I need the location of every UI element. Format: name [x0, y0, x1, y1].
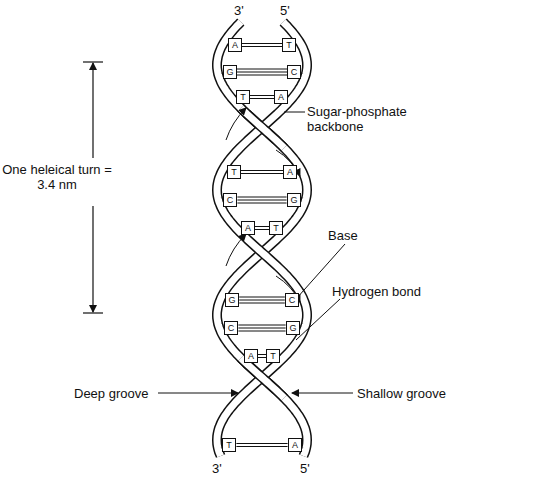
backbone-ribbon — [241, 108, 284, 148]
hydrogen-bond-line — [241, 170, 284, 171]
backbone-ribbon-edge — [217, 22, 307, 456]
backbone-ribbon — [241, 358, 284, 398]
text-label: Sugar-phosphate backbone — [307, 104, 425, 134]
base-letter: T — [236, 90, 250, 104]
hydrogen-bond-line — [255, 229, 269, 230]
base-letter: G — [286, 321, 300, 335]
base-letter: T — [222, 438, 236, 452]
hydrogen-bond-line — [238, 325, 285, 326]
text-label: 3' — [234, 3, 244, 18]
hydrogen-bond-line — [258, 357, 266, 358]
hydrogen-bond-line — [237, 75, 288, 76]
text-label: 3' — [212, 461, 222, 476]
base-letter: A — [274, 90, 288, 104]
base-letter: A — [283, 165, 297, 179]
hydrogen-bond-line — [236, 446, 287, 447]
hydrogen-bond-line — [250, 98, 274, 99]
base-letter: G — [225, 293, 239, 307]
hydrogen-bond-line — [242, 46, 283, 47]
dimension-line — [83, 62, 103, 313]
base-letter: T — [269, 221, 283, 235]
text-label: Base — [328, 228, 358, 243]
hydrogen-bond-line — [239, 300, 285, 301]
backbone-ribbon-edge — [217, 22, 307, 456]
text-label: One heleical turn = 3.4 nm — [2, 162, 112, 192]
text-label: Shallow groove — [357, 386, 446, 401]
leader-lines — [158, 112, 353, 393]
base-letter: C — [224, 321, 238, 335]
backbone-ribbon-edge — [241, 358, 284, 398]
sugar-phosphate-strands — [217, 22, 307, 456]
hydrogen-bond-lines — [236, 44, 287, 447]
base-letter: A — [228, 38, 242, 52]
hydrogen-bond-line — [258, 354, 266, 355]
base-letter: A — [288, 438, 302, 452]
backbone-ribbon — [217, 22, 307, 456]
strand-direction-arrows — [226, 108, 300, 302]
base-letter: A — [244, 349, 258, 363]
hydrogen-bond-line — [237, 72, 288, 73]
hydrogen-bond-line — [236, 443, 287, 444]
hydrogen-bond-line — [242, 43, 283, 44]
text-label: Deep groove — [74, 386, 148, 401]
hydrogen-bond-line — [250, 95, 274, 96]
hydrogen-bond-line — [237, 200, 286, 201]
hydrogen-bond-line — [239, 303, 285, 304]
backbone-ribbon — [217, 22, 307, 456]
base-letter: T — [266, 349, 280, 363]
base-letter: T — [282, 38, 296, 52]
backbone-ribbon-edge — [241, 108, 284, 148]
hydrogen-bond-line — [238, 331, 285, 332]
base-letter: G — [287, 193, 301, 207]
base-letter: A — [241, 221, 255, 235]
text-label: 5' — [280, 3, 290, 18]
base-letter: G — [223, 65, 237, 79]
hydrogen-bond-line — [237, 69, 288, 70]
base-letter: C — [285, 293, 299, 307]
base-letter: C — [287, 65, 301, 79]
text-label: 5' — [300, 461, 310, 476]
hydrogen-bond-line — [237, 197, 286, 198]
hydrogen-bond-line — [241, 173, 284, 174]
hydrogen-bond-line — [255, 226, 269, 227]
hydrogen-bond-line — [237, 203, 286, 204]
base-letter: T — [227, 165, 241, 179]
hydrogen-bond-line — [239, 297, 285, 298]
hydrogen-bond-line — [238, 328, 285, 329]
base-letter: C — [223, 193, 237, 207]
text-label: Hydrogen bond — [332, 284, 421, 299]
